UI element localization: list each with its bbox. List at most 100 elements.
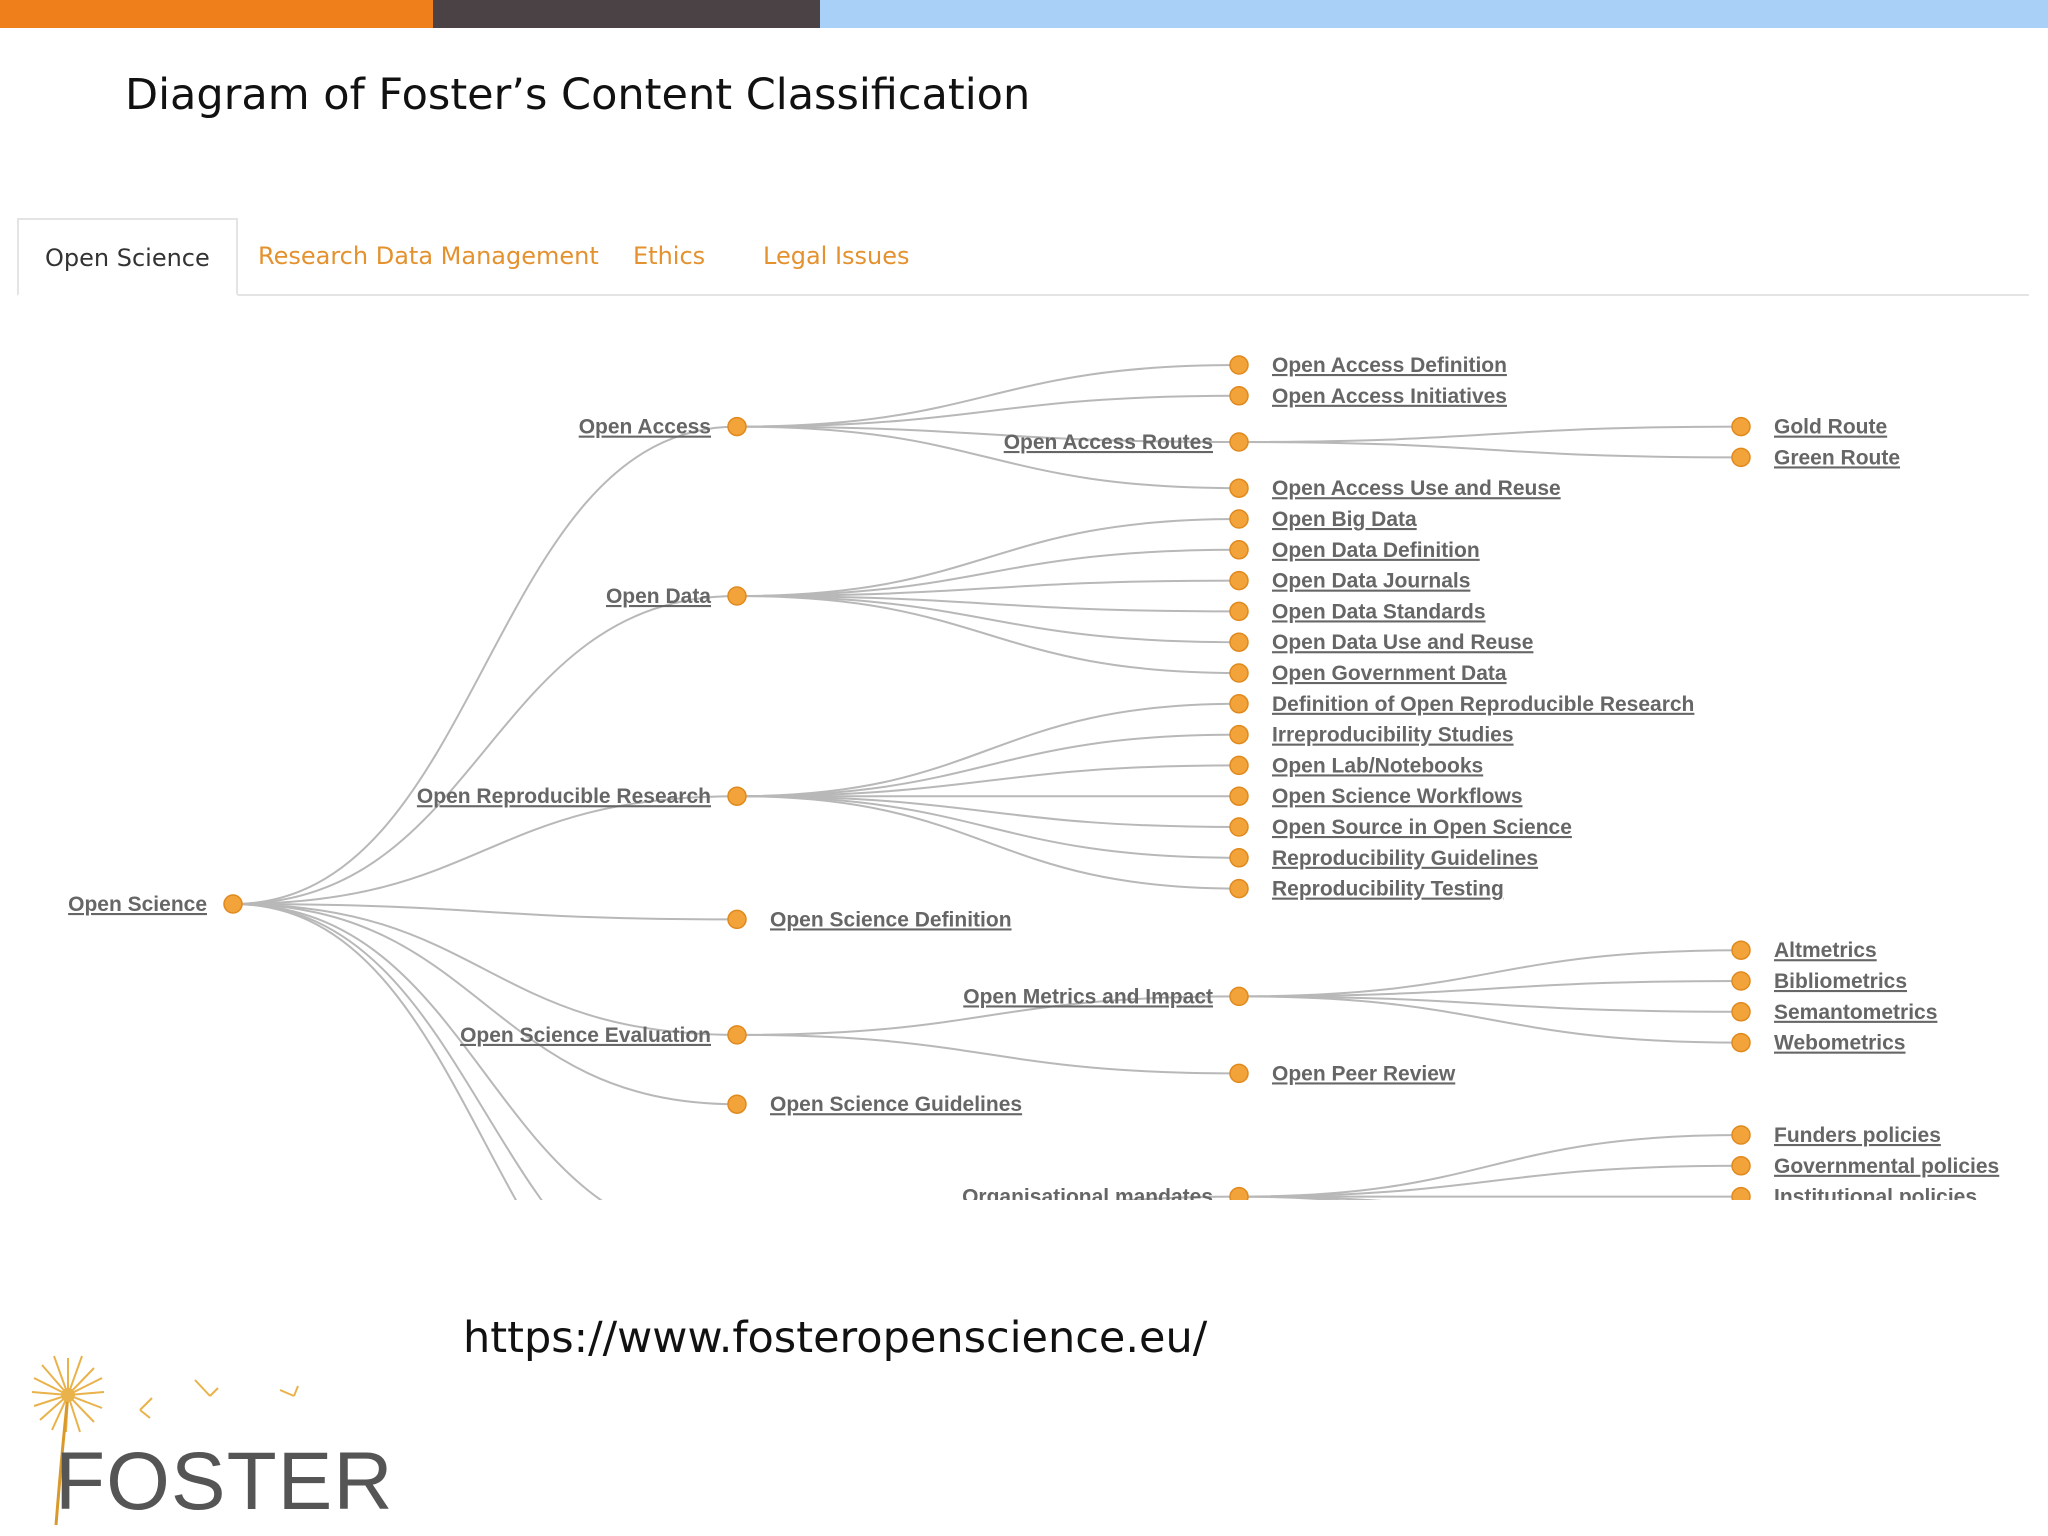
tree-node-reproducibility-testing[interactable]: Reproducibility Testing xyxy=(1229,878,1504,901)
tree-node-dot[interactable] xyxy=(1731,1125,1751,1145)
tree-node-label[interactable]: Open Science Guidelines xyxy=(770,1093,1022,1116)
tree-node-open-source-in-open-science[interactable]: Open Source in Open Science xyxy=(1229,816,1572,839)
tree-node-label[interactable]: Open Lab/Notebooks xyxy=(1272,754,1483,777)
tree-node-dot[interactable] xyxy=(1731,1002,1751,1022)
tree-node-open-metrics-and-impact[interactable]: Open Metrics and Impact xyxy=(963,985,1249,1008)
tree-node-label[interactable]: Open Source in Open Science xyxy=(1272,816,1572,839)
tree-node-label[interactable]: Altmetrics xyxy=(1774,939,1877,962)
tree-node-dot[interactable] xyxy=(1229,848,1249,868)
tree-node-definition-of-open-reproducible-research[interactable]: Definition of Open Reproducible Research xyxy=(1229,693,1694,716)
tree-node-dot[interactable] xyxy=(1731,416,1751,437)
tree-node-institutional-policies[interactable]: Institutional policies xyxy=(1731,1186,1977,1200)
tree-node-dot[interactable] xyxy=(727,416,747,437)
tree-node-dot[interactable] xyxy=(1229,509,1249,529)
tree-node-dot[interactable] xyxy=(1229,1063,1249,1084)
tree-node-label[interactable]: Open Reproducible Research xyxy=(417,785,711,808)
tree-node-open-big-data[interactable]: Open Big Data xyxy=(1229,508,1417,531)
tree-node-label[interactable]: Funders policies xyxy=(1774,1124,1941,1147)
tree-node-open-science-guidelines[interactable]: Open Science Guidelines xyxy=(727,1093,1022,1116)
tree-node-dot[interactable] xyxy=(1229,986,1249,1007)
tree-node-dot[interactable] xyxy=(1229,786,1249,806)
tree-node-label[interactable]: Webometrics xyxy=(1774,1032,1906,1055)
tab-ethics[interactable]: Ethics xyxy=(633,242,706,270)
tree-node-label[interactable]: Open Data xyxy=(606,585,711,608)
tree-node-dot[interactable] xyxy=(223,894,243,914)
tree-node-dot[interactable] xyxy=(1229,432,1249,452)
tree-node-label[interactable]: Semantometrics xyxy=(1774,1001,1937,1024)
tree-node-dot[interactable] xyxy=(1229,878,1249,899)
tree-node-label[interactable]: Bibliometrics xyxy=(1774,970,1907,993)
tree-node-dot[interactable] xyxy=(1229,570,1249,591)
tree-node-label[interactable]: Organisational mandates xyxy=(962,1186,1213,1200)
tree-node-bibliometrics[interactable]: Bibliometrics xyxy=(1731,970,1907,993)
tree-node-label[interactable]: Open Peer Review xyxy=(1272,1062,1456,1085)
tree-node-label[interactable]: Open Science xyxy=(68,893,207,916)
tree-node-green-route[interactable]: Green Route xyxy=(1731,446,1900,469)
tree-node-open-science-evaluation[interactable]: Open Science Evaluation xyxy=(460,1024,747,1047)
tree-node-reproducibility-guidelines[interactable]: Reproducibility Guidelines xyxy=(1229,847,1538,870)
tree-node-dot[interactable] xyxy=(1731,1032,1751,1053)
tree-node-open-access[interactable]: Open Access xyxy=(579,416,747,439)
tab-open-science[interactable]: Open Science xyxy=(17,218,238,296)
tree-node-label[interactable]: Gold Route xyxy=(1774,416,1887,439)
tree-node-dot[interactable] xyxy=(727,1025,747,1045)
tree-node-label[interactable]: Open Science Definition xyxy=(770,908,1012,931)
tree-node-dot[interactable] xyxy=(1229,478,1249,498)
tree-node-label[interactable]: Open Data Standards xyxy=(1272,600,1486,623)
tree-node-open-access-definition[interactable]: Open Access Definition xyxy=(1229,354,1507,377)
tree-node-open-peer-review[interactable]: Open Peer Review xyxy=(1229,1062,1456,1085)
tree-node-organisational-mandates[interactable]: Organisational mandates xyxy=(962,1186,1249,1200)
tree-node-dot[interactable] xyxy=(727,586,747,606)
tree-node-label[interactable]: Institutional policies xyxy=(1774,1186,1977,1200)
tree-node-dot[interactable] xyxy=(1229,601,1249,622)
tree-node-label[interactable]: Open Metrics and Impact xyxy=(963,985,1213,1008)
tree-node-dot[interactable] xyxy=(1731,940,1751,960)
tree-node-open-data-definition[interactable]: Open Data Definition xyxy=(1229,539,1480,562)
tree-node-label[interactable]: Open Access Use and Reuse xyxy=(1272,477,1561,500)
tree-node-dot[interactable] xyxy=(1229,632,1249,652)
tree-node-dot[interactable] xyxy=(727,909,747,930)
tree-node-label[interactable]: Open Data Journals xyxy=(1272,570,1470,593)
tree-node-label[interactable]: Open Data Definition xyxy=(1272,539,1480,562)
tree-node-open-data-journals[interactable]: Open Data Journals xyxy=(1229,570,1470,593)
tree-node-label[interactable]: Irreproducibility Studies xyxy=(1272,724,1514,747)
tree-node-open-data-use-and-reuse[interactable]: Open Data Use and Reuse xyxy=(1229,631,1533,654)
tree-node-dot[interactable] xyxy=(1731,1156,1751,1176)
tree-node-label[interactable]: Open Science Evaluation xyxy=(460,1024,711,1047)
tree-node-label[interactable]: Open Access Routes xyxy=(1004,431,1213,454)
tree-node-label[interactable]: Open Big Data xyxy=(1272,508,1417,531)
tree-node-dot[interactable] xyxy=(1229,355,1249,375)
tree-node-gold-route[interactable]: Gold Route xyxy=(1731,416,1887,439)
tree-node-altmetrics[interactable]: Altmetrics xyxy=(1731,939,1877,962)
tab-research-data-management[interactable]: Research Data Management xyxy=(258,242,599,270)
tree-node-open-lab-notebooks[interactable]: Open Lab/Notebooks xyxy=(1229,754,1483,777)
tree-node-open-science[interactable]: Open Science xyxy=(68,893,243,916)
tab-legal-issues[interactable]: Legal Issues xyxy=(763,242,910,270)
tree-node-open-reproducible-research[interactable]: Open Reproducible Research xyxy=(417,785,747,808)
tree-node-label[interactable]: Open Access xyxy=(579,416,711,439)
tree-node-dot[interactable] xyxy=(1731,447,1751,468)
tree-node-irreproducibility-studies[interactable]: Irreproducibility Studies xyxy=(1229,724,1514,747)
tree-node-label[interactable]: Open Access Initiatives xyxy=(1272,385,1507,408)
tree-node-dot[interactable] xyxy=(1229,540,1249,560)
tree-node-funders-policies[interactable]: Funders policies xyxy=(1731,1124,1941,1147)
tree-node-label[interactable]: Reproducibility Guidelines xyxy=(1272,847,1538,870)
website-url[interactable]: https://www.fosteropenscience.eu/ xyxy=(463,1313,1208,1363)
tree-node-label[interactable]: Open Data Use and Reuse xyxy=(1272,631,1533,654)
tree-node-label[interactable]: Green Route xyxy=(1774,446,1900,469)
tree-node-open-access-routes[interactable]: Open Access Routes xyxy=(1004,431,1249,454)
tree-node-semantometrics[interactable]: Semantometrics xyxy=(1731,1001,1937,1024)
tree-node-label[interactable]: Open Government Data xyxy=(1272,662,1507,685)
tree-node-dot[interactable] xyxy=(1229,817,1249,837)
tree-node-governmental-policies[interactable]: Governmental policies xyxy=(1731,1155,1999,1178)
tree-node-dot[interactable] xyxy=(727,786,747,806)
tree-node-dot[interactable] xyxy=(1229,663,1249,683)
tree-node-label[interactable]: Governmental policies xyxy=(1774,1155,1999,1178)
tree-node-open-science-workflows[interactable]: Open Science Workflows xyxy=(1229,785,1523,808)
tree-node-webometrics[interactable]: Webometrics xyxy=(1731,1032,1906,1055)
tree-node-label[interactable]: Open Access Definition xyxy=(1272,354,1507,377)
tree-node-open-access-initiatives[interactable]: Open Access Initiatives xyxy=(1229,385,1507,408)
tree-node-dot[interactable] xyxy=(1229,1186,1249,1200)
tree-node-open-data-standards[interactable]: Open Data Standards xyxy=(1229,600,1486,623)
tree-node-dot[interactable] xyxy=(1229,386,1249,406)
